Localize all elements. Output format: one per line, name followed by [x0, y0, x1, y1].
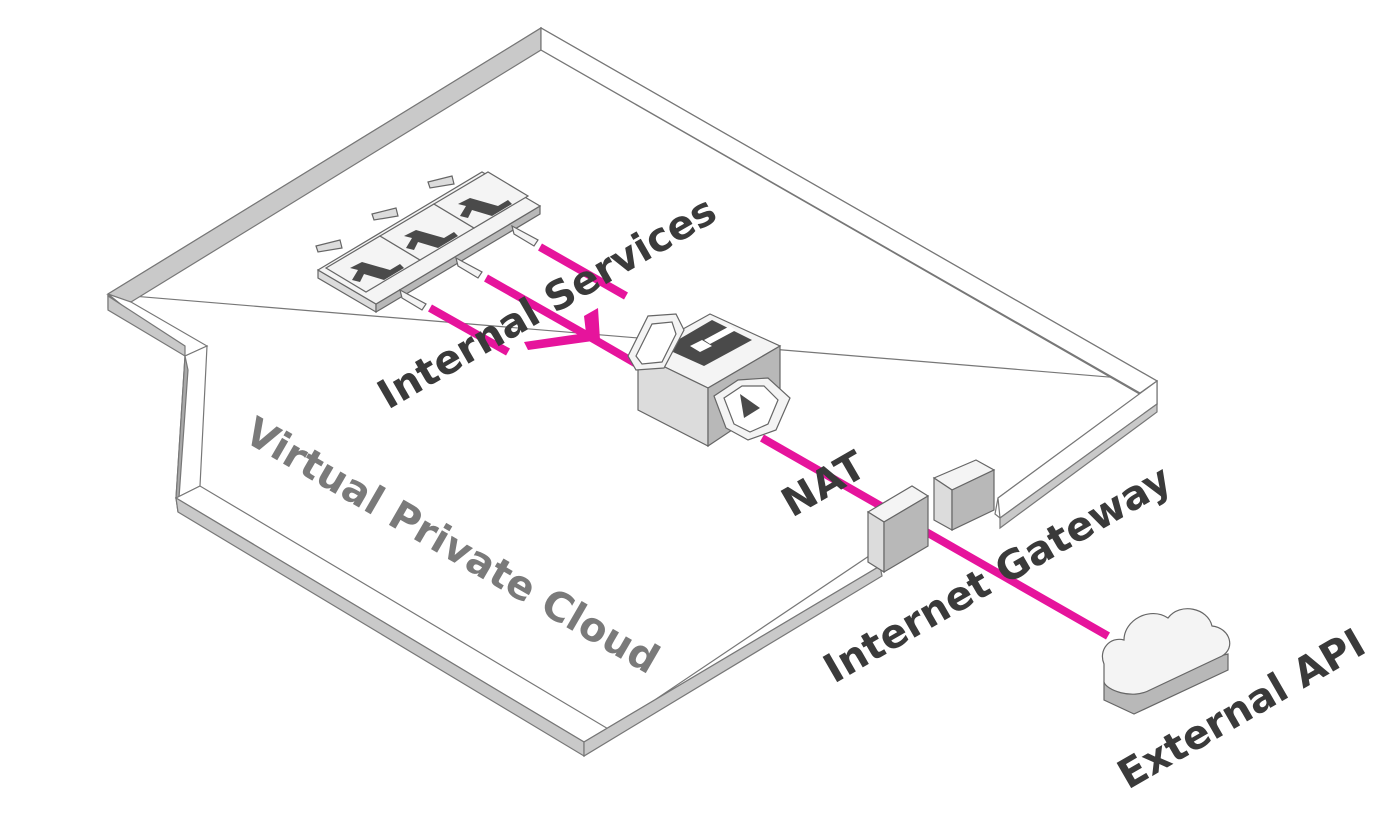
link-lambda-1 [538, 243, 628, 300]
link-nat-to-gateway [760, 434, 1110, 640]
merge-fork [524, 308, 600, 350]
connections [428, 243, 1110, 640]
link-lambda-3 [428, 304, 510, 356]
link-lambda-2 [484, 274, 592, 341]
vpc-boundary [106, 26, 1159, 758]
internet-gateway-icon [866, 459, 996, 574]
internal-services-group [315, 171, 542, 314]
nat-gateway-icon [627, 313, 791, 448]
lambda-function-icon [432, 171, 530, 229]
cloud-icon [1101, 608, 1231, 715]
